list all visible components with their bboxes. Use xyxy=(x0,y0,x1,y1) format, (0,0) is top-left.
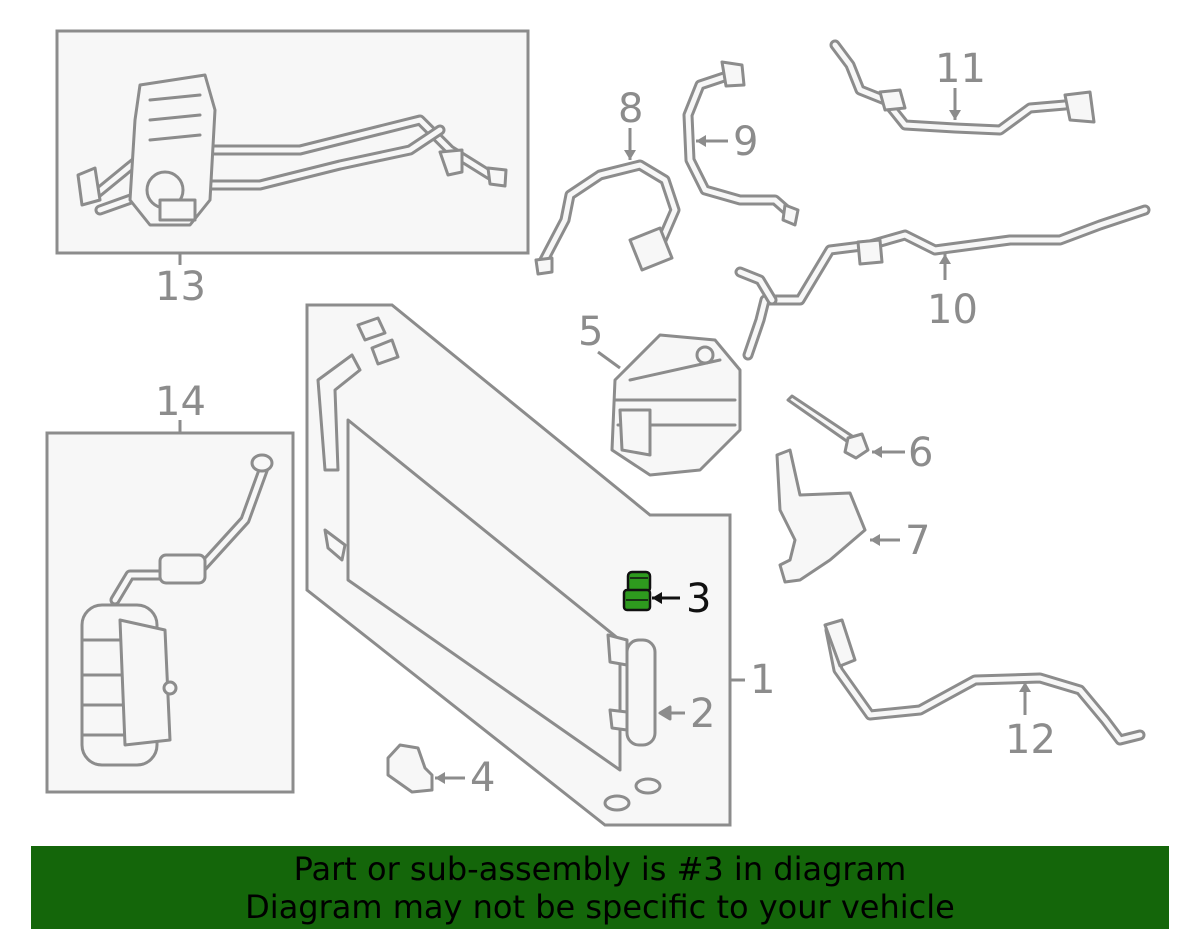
callout-8: 8 xyxy=(618,86,643,132)
part-2-group: 2 xyxy=(606,633,715,747)
part-12-group: 12 xyxy=(823,618,1146,763)
callout-1: 1 xyxy=(750,657,775,703)
part-13-box xyxy=(55,29,530,255)
callout-11: 11 xyxy=(935,46,986,92)
callout-12: 12 xyxy=(1005,717,1056,763)
bolt-part-6 xyxy=(786,394,854,444)
compressor xyxy=(610,333,742,477)
parts-diagram: 13 14 1 2 xyxy=(45,29,1151,827)
part-11-group: 11 xyxy=(829,39,1096,136)
part-7-group: 7 xyxy=(775,448,930,584)
part-3-group: 3 xyxy=(622,570,711,622)
part-10-group: 10 xyxy=(734,204,1151,361)
part-14-group: 14 xyxy=(45,379,295,794)
info-banner: Part or sub-assembly is #3 in diagram Di… xyxy=(31,846,1169,929)
callout-5: 5 xyxy=(578,309,603,355)
callout-9: 9 xyxy=(733,119,758,165)
callout-14: 14 xyxy=(155,379,206,425)
part-13-pipe-assembly xyxy=(76,73,508,227)
bracket-part-4 xyxy=(386,743,434,794)
callout-4: 4 xyxy=(470,755,495,801)
part-6-group: 6 xyxy=(786,394,933,476)
callout-3: 3 xyxy=(686,576,711,622)
callout-2: 2 xyxy=(690,691,715,737)
pressure-switch-highlight xyxy=(622,570,652,612)
callout-7: 7 xyxy=(905,518,930,564)
callout-10: 10 xyxy=(927,287,978,333)
condenser-core xyxy=(346,418,622,772)
part-13-group: 13 xyxy=(55,29,530,310)
part-8-group: 8 xyxy=(534,86,681,276)
banner-line-2: Diagram may not be specific to your vehi… xyxy=(245,888,955,926)
bracket-part-7 xyxy=(775,448,867,584)
callout-6: 6 xyxy=(908,430,933,476)
banner-line-1: Part or sub-assembly is #3 in diagram xyxy=(293,850,907,888)
part-1-group: 1 xyxy=(305,303,775,827)
receiver-tank xyxy=(625,638,657,747)
callout-13: 13 xyxy=(155,264,206,310)
part-4-group: 4 xyxy=(386,743,495,801)
part-9-group: 9 xyxy=(682,60,800,227)
part-5-group: 5 xyxy=(578,309,742,477)
